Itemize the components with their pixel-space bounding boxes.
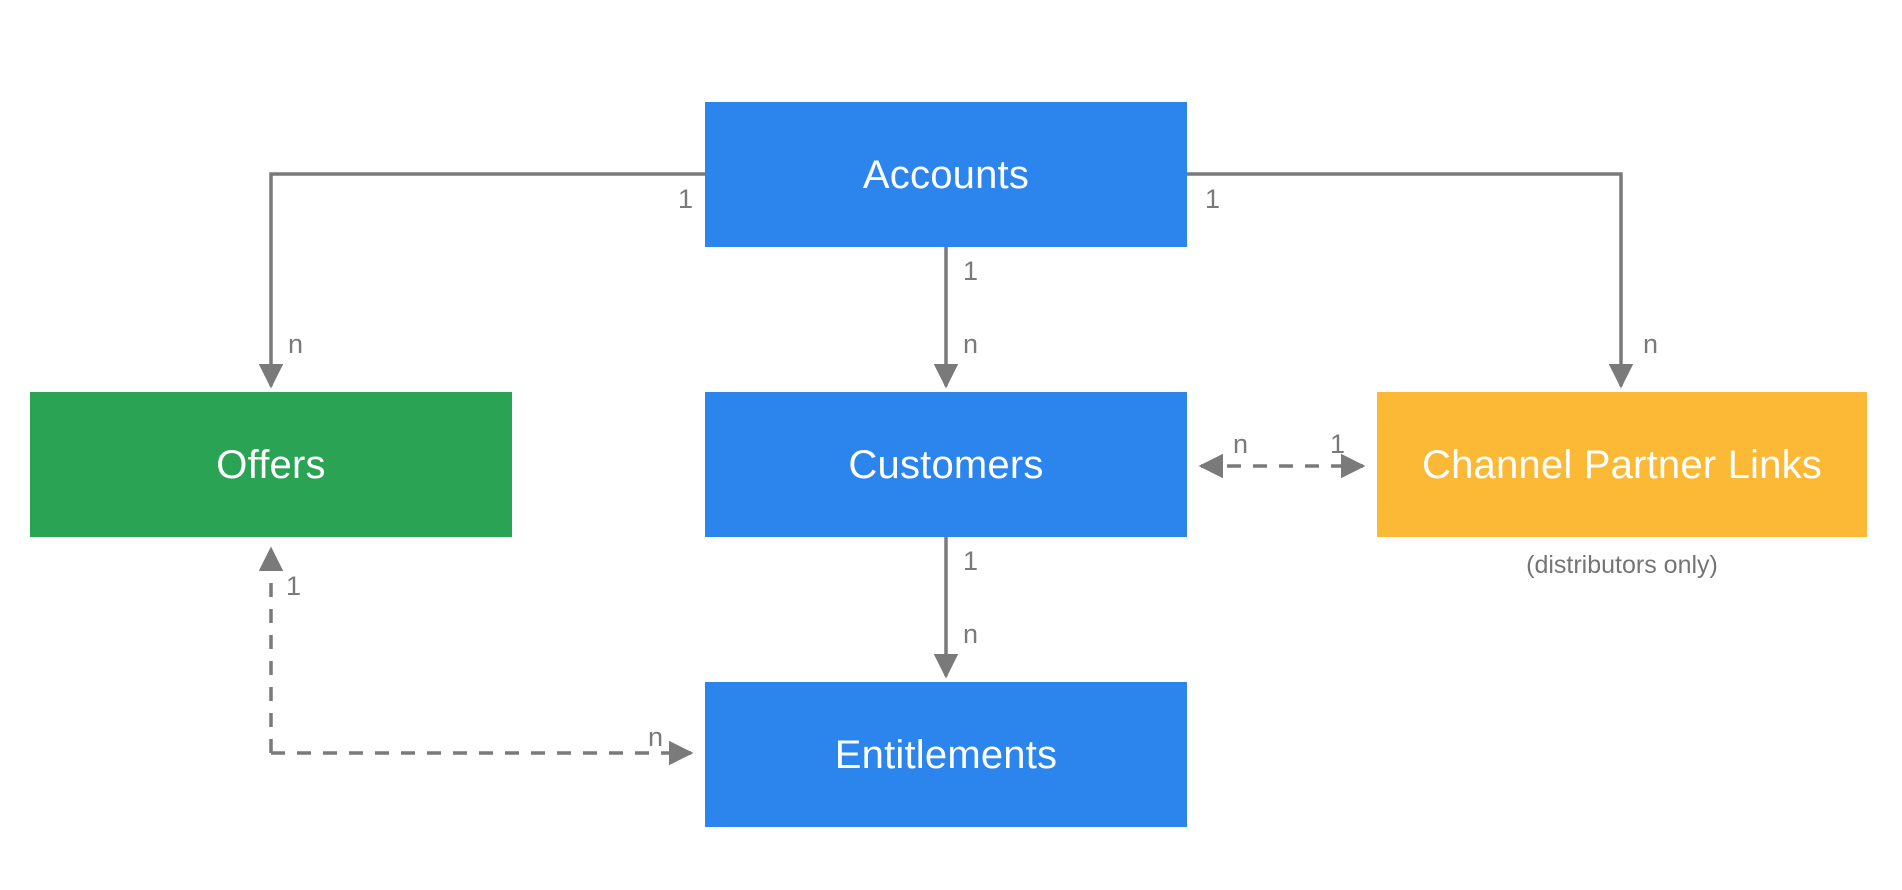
node-channel-partner-links-caption: (distributors only) [1377,553,1867,578]
node-accounts[interactable]: Accounts [705,102,1187,247]
node-customers-label: Customers [848,442,1044,487]
caption-text: (distributors only) [1526,551,1718,579]
edge-label-accounts-offers-source: 1 [678,184,694,214]
edge-label-accounts-channel-partner-links-target: n [1643,329,1659,359]
edge-accounts-to-offers [258,172,705,389]
edge-label-customers-entitlements-target: n [963,619,979,649]
edge-label-accounts-customers-source: 1 [963,256,979,286]
node-entitlements-label: Entitlements [834,732,1058,777]
edge-label-offers-entitlements-source: 1 [286,571,302,601]
node-entitlements[interactable]: Entitlements [705,682,1187,827]
node-customers[interactable]: Customers [705,392,1187,537]
node-channel-partner-links-label: Channel Partner Links [1422,442,1822,487]
edge-label-offers-entitlements-target: n [648,722,664,752]
edge-label-accounts-channel-partner-links-source: 1 [1205,184,1221,214]
edge-accounts-to-channel-partner-links [1187,172,1634,389]
node-offers-label: Offers [216,442,326,487]
node-accounts-label: Accounts [862,152,1030,197]
edge-label-customers-entitlements-source: 1 [963,546,979,576]
edge-label-customers-channel-partner-links-target: 1 [1330,429,1346,459]
edge-label-accounts-offers-target: n [288,329,304,359]
node-channel-partner-links[interactable]: Channel Partner Links [1377,392,1867,537]
edge-label-customers-channel-partner-links-source: n [1233,429,1249,459]
node-offers[interactable]: Offers [30,392,512,537]
edge-label-accounts-customers-target: n [963,329,979,359]
